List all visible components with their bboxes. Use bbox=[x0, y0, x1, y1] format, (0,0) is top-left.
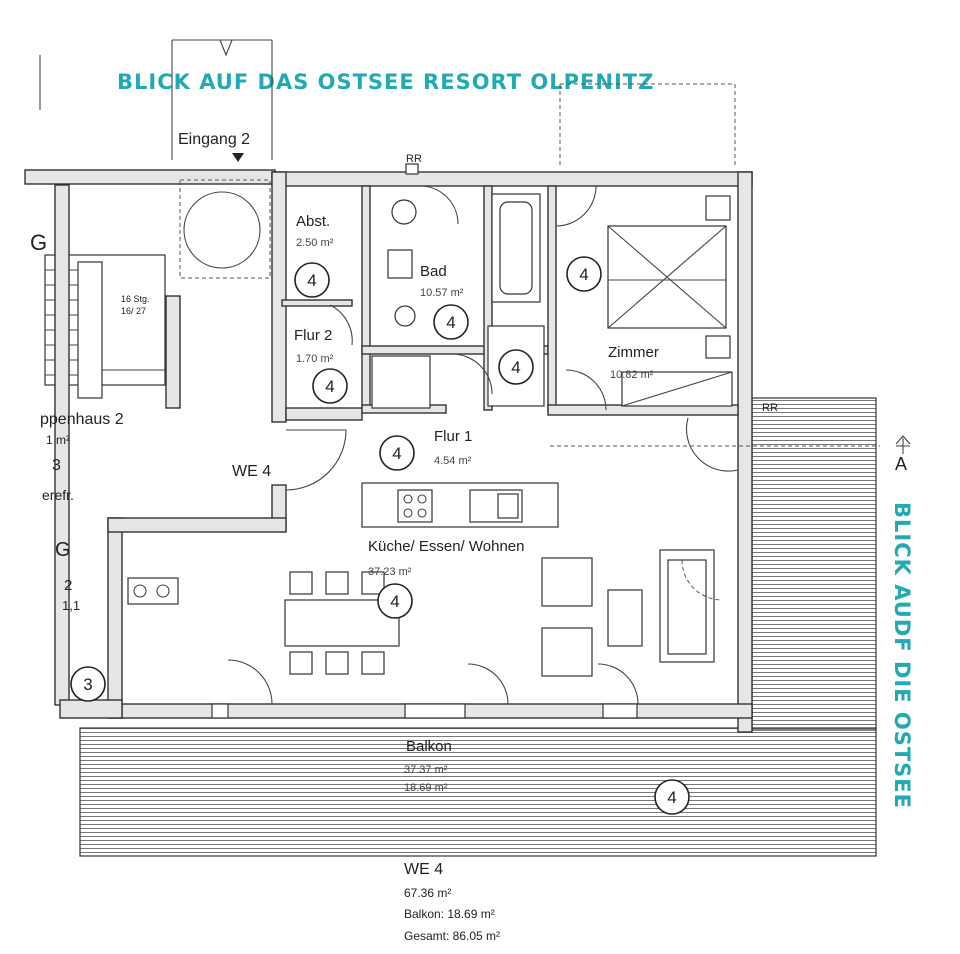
room-badge-zimmer: 4 bbox=[566, 256, 602, 292]
svg-text:4: 4 bbox=[667, 788, 676, 807]
room-badge-flur1: 4 bbox=[379, 435, 415, 471]
svg-text:4: 4 bbox=[579, 265, 588, 284]
room-badge-abst: 4 bbox=[294, 262, 330, 298]
armchair-top bbox=[541, 557, 593, 607]
room-name-flur2: Flur 2 bbox=[294, 327, 332, 344]
room-name-kueche: Küche/ Essen/ Wohnen bbox=[368, 538, 525, 555]
wall-north bbox=[271, 171, 753, 187]
stairhouse-label: ppenhaus 2 bbox=[40, 411, 124, 428]
cooktop bbox=[397, 489, 433, 523]
elevator-shaft bbox=[179, 179, 271, 279]
svg-text:4: 4 bbox=[392, 444, 401, 463]
room-name-bad: Bad bbox=[420, 263, 447, 280]
stairhouse-num: 3 bbox=[52, 457, 61, 474]
shower bbox=[371, 355, 431, 409]
washbasin bbox=[391, 199, 417, 225]
neighbor-num-2: 2 bbox=[64, 577, 72, 594]
summary-area: 67.36 m² bbox=[404, 886, 451, 900]
summary-balcony: Balkon: 18.69 m² bbox=[404, 907, 495, 921]
room-area-flur2: 1.70 m² bbox=[296, 353, 334, 365]
toilet bbox=[387, 249, 413, 279]
balcony-deck-south bbox=[79, 727, 877, 857]
unit-label: WE 4 bbox=[232, 463, 271, 480]
corner-tag-top: RR bbox=[406, 153, 422, 165]
room-name-zimmer: Zimmer bbox=[608, 344, 659, 361]
neighbor-g-mid: G bbox=[55, 539, 71, 561]
roof-outline bbox=[559, 83, 736, 165]
door-swing-entry bbox=[285, 429, 347, 491]
neighbor-g-top: G bbox=[30, 230, 47, 255]
room-badge-bad: 4 bbox=[433, 304, 469, 340]
svg-text:4: 4 bbox=[307, 271, 316, 290]
entrance-arrow-icon bbox=[232, 153, 244, 162]
room-area-zimmer: 10.82 m² bbox=[610, 369, 654, 381]
kitchen-counter bbox=[361, 482, 559, 528]
balcony-deck-east bbox=[751, 397, 877, 731]
coffee-table bbox=[607, 589, 643, 647]
corner-tag-right: RR bbox=[762, 402, 778, 414]
svg-text:4: 4 bbox=[511, 358, 520, 377]
neighbor-num-1: 1,1 bbox=[62, 598, 80, 613]
wall-west-living bbox=[107, 517, 123, 719]
wall-flur-west bbox=[271, 171, 287, 423]
room-name-abst: Abst. bbox=[296, 213, 330, 230]
room-area-flur1: 4.54 m² bbox=[434, 455, 472, 467]
side-cabinet bbox=[127, 577, 179, 605]
armchair-bottom bbox=[541, 627, 593, 677]
summary-total: Gesamt: 86.05 m² bbox=[404, 929, 500, 943]
neighbor-badge-3: 3 bbox=[83, 675, 92, 694]
room-area-balkon: 37.37 m² bbox=[404, 764, 448, 776]
wall-bath-abst bbox=[361, 185, 371, 412]
entrance-canopy bbox=[171, 39, 273, 160]
svg-text:4: 4 bbox=[446, 313, 455, 332]
svg-text:4: 4 bbox=[325, 377, 334, 396]
stairhouse-note: erefr. bbox=[42, 487, 74, 503]
room-area-abst: 2.50 m² bbox=[296, 237, 334, 249]
wall-neighbor-top bbox=[24, 169, 276, 185]
stairhouse-area: 1 m² bbox=[46, 433, 70, 447]
room-badge-bath2: 4 bbox=[498, 349, 534, 385]
room-area-bad: 10.57 m² bbox=[420, 287, 464, 299]
view-label-top: BLICK AUF DAS OSTSEE RESORT OLPENITZ bbox=[117, 70, 655, 94]
room-badge-balkon: 4 bbox=[654, 779, 690, 815]
room-badge-flur2: 4 bbox=[312, 368, 348, 404]
section-marker: A bbox=[895, 454, 907, 474]
room-name-flur1: Flur 1 bbox=[434, 428, 472, 445]
room-area-kueche: 37.23 m² bbox=[368, 566, 412, 578]
svg-text:4: 4 bbox=[390, 592, 399, 611]
room-area2-balkon: 18.69 m² bbox=[404, 782, 448, 794]
view-label-right: BLICK AUDF DIE OSTSEE bbox=[890, 502, 914, 809]
wall-east bbox=[737, 171, 753, 733]
room-name-balkon: Balkon bbox=[406, 738, 452, 755]
entrance-label: Eingang 2 bbox=[178, 131, 250, 148]
stair-note-1: 16 Stg. bbox=[121, 294, 150, 304]
room-badge-kueche: 4 bbox=[377, 583, 413, 619]
summary-unit: WE 4 bbox=[404, 861, 443, 878]
stair-note-2: 16/ 27 bbox=[121, 306, 146, 316]
